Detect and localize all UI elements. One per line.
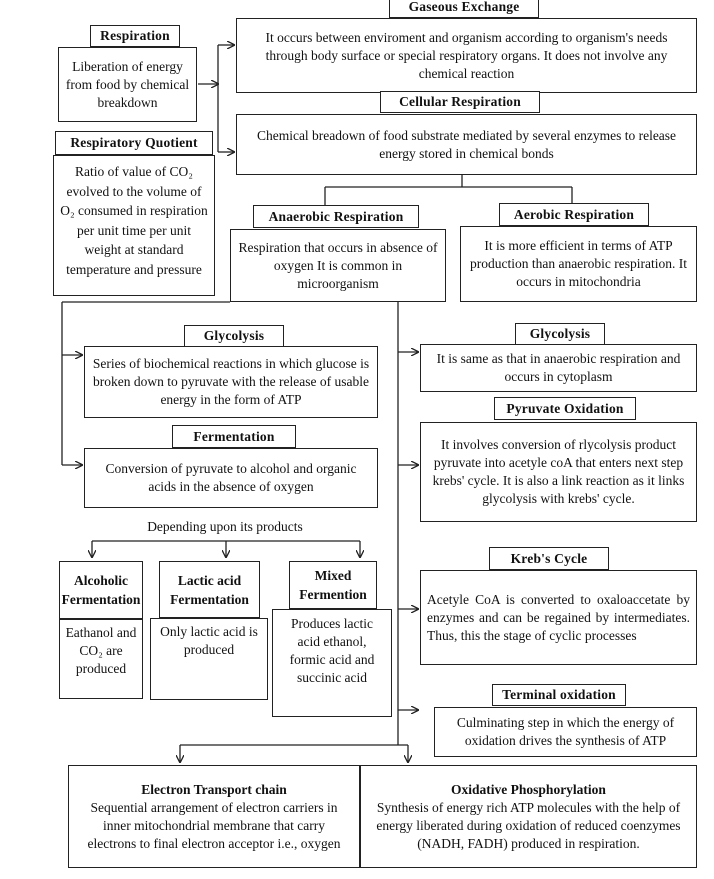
krebs-cycle-box: Acetyle CoA is converted to oxaloaccetat… [420, 570, 697, 665]
glycolysis-left-title: Glycolysis [184, 325, 284, 347]
cellular-respiration-title: Cellular Respiration [380, 91, 540, 113]
respiratory-quotient-title: Respiratory Quotient [55, 131, 213, 155]
mixed-fermentation-title: Mixed Fermention [289, 561, 377, 609]
fermentation-box: Conversion of pyruvate to alcohol and or… [84, 448, 378, 508]
respiratory-quotient-box: Ratio of value of CO₂ evolved to the vol… [53, 155, 215, 296]
mixed-title-line2: Fermention [299, 587, 367, 602]
glycolysis-right-box: It is same as that in anaerobic respirat… [420, 344, 697, 392]
gaseous-exchange-box: It occurs between enviroment and organis… [236, 18, 697, 93]
lactic-fermentation-box: Only lactic acid is produced [150, 618, 268, 700]
lactic-title-line1: Lactic acid [177, 572, 242, 588]
oxidative-phosphorylation-title: Oxidative Phosphorylation [451, 781, 606, 797]
mixed-title-line1: Mixed [314, 568, 352, 583]
alcoholic-fermentation-box: Eathanol and CO₂ are produced [59, 619, 143, 699]
pyruvate-oxidation-title: Pyruvate Oxidation [494, 397, 636, 420]
anaerobic-respiration-title: Anaerobic Respiration [253, 205, 419, 228]
depending-label: Depending upon its products [147, 519, 303, 534]
alcoholic-title-line1: Alcoholic [74, 573, 128, 588]
aerobic-respiration-title: Aerobic Respiration [499, 203, 649, 226]
lactic-title-line2: Fermentation [170, 591, 249, 607]
respiration-box: Liberation of energy from food by chemic… [58, 47, 197, 122]
alcoholic-fermentation-title: Alcoholic Fermentation [59, 561, 143, 619]
krebs-cycle-title: Kreb's Cycle [489, 547, 609, 570]
electron-transport-chain-text: Sequential arrangement of electron carri… [87, 799, 341, 851]
pyruvate-oxidation-box: It involves conversion of rlycolysis pro… [420, 422, 697, 522]
respiration-title: Respiration [90, 25, 180, 47]
mixed-fermentation-box: Produces lactic acid ethanol, formic aci… [272, 609, 392, 717]
aerobic-respiration-box: It is more efficient in terms of ATP pro… [460, 226, 697, 302]
oxidative-phosphorylation-box: Oxidative Phosphorylation Synthesis of e… [360, 765, 697, 868]
electron-transport-chain-box: Electron Transport chain Sequential arra… [68, 765, 360, 868]
lactic-fermentation-title: Lactic acid Fermentation [159, 561, 260, 618]
terminal-oxidation-title: Terminal oxidation [492, 684, 626, 706]
gaseous-exchange-title: Gaseous Exchange [389, 0, 539, 18]
cellular-respiration-box: Chemical breadown of food substrate medi… [236, 114, 697, 175]
terminal-oxidation-box: Culminating step in which the energy of … [434, 707, 697, 757]
oxidative-phosphorylation-text: Synthesis of energy rich ATP molecules w… [376, 799, 681, 851]
anaerobic-respiration-box: Respiration that occurs in absence of ox… [230, 229, 446, 302]
fermentation-title: Fermentation [172, 425, 296, 448]
alcoholic-title-line2: Fermentation [61, 592, 141, 607]
electron-transport-chain-title: Electron Transport chain [141, 781, 287, 797]
glycolysis-right-title: Glycolysis [515, 323, 605, 345]
glycolysis-left-box: Series of biochemical reactions in which… [84, 346, 378, 418]
